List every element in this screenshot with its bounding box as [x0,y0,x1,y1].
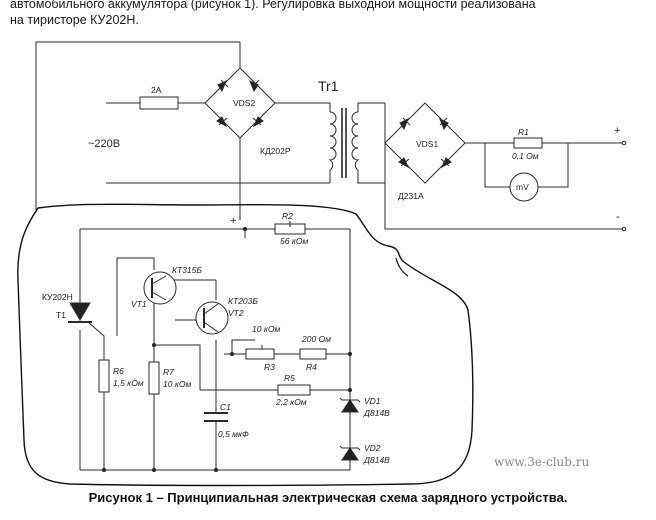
label-vds2-type: КД202Р [260,146,291,156]
label-kt203: КТ203Б [228,296,258,306]
label-tr1: Tr1 [318,78,339,94]
label-c1: C1 [220,402,231,412]
label-fuse: 2А [151,85,162,95]
label-vd1-type: Д814В [363,408,390,418]
figure-caption: Рисунок 1 – Принципиальная электрическая… [88,490,568,505]
label-r7: R7 [163,367,174,377]
label-r6-value: 1,5 кОм [113,378,144,388]
mains-input-wires [106,102,330,184]
label-vds2: VDS2 [233,98,255,108]
top-left-wire [35,41,241,210]
control-wires [79,228,351,471]
zener-vd1 [339,397,361,413]
intro-text: автомобильного аккумулятора (рисунок 1).… [10,0,650,28]
label-r4-value: 200 Ом [301,334,331,344]
intro-line-1: автомобильного аккумулятора (рисунок 1).… [10,0,536,11]
label-minus-out: - [616,211,620,223]
fuse [139,96,179,110]
label-r6: R6 [113,366,124,376]
label-mains: ~220В [88,138,120,150]
label-r5-value: 2,2 кОм [275,397,307,407]
junction-dots [102,227,352,472]
label-vds1-type: Д231А [398,191,424,201]
watermark: www.3e-club.ru [494,455,590,469]
label-vd2-type: Д814В [363,455,390,465]
transformer-tr1 [328,102,385,184]
resistor-r4 [299,348,327,360]
transistor-vt1 [143,271,177,305]
label-r4: R4 [306,362,317,372]
label-ku202: КУ202Н [42,292,73,302]
label-r2: R2 [282,211,293,221]
intro-line-2: на тиристоре КУ202Н. [10,13,139,27]
label-r1: R1 [518,127,529,137]
bridge-vds2-wires [239,102,331,220]
label-mv: mV [516,182,529,192]
label-r5: R5 [284,373,295,383]
board-outline [17,203,474,487]
label-r7-value: 10 кОм [163,379,191,389]
capacitor-c1 [204,412,228,441]
zener-vd2 [339,445,361,461]
output-minus-terminal [621,226,627,232]
resistor-r7 [148,361,160,395]
label-plus-out: + [614,125,620,137]
label-vd2: VD2 [364,443,381,453]
millivoltmeter [509,172,539,202]
label-r3-value: 10 кОм [252,324,280,334]
label-plus-node: + [230,215,236,227]
resistor-r5 [277,384,311,396]
resistor-r1 [513,137,543,149]
output-plus-terminal [621,140,627,146]
label-vt1: VT1 [131,299,147,309]
resistor-r6 [98,359,110,393]
transistor-vt2 [195,301,229,335]
label-r2-value: 56 кОм [280,236,308,246]
label-kt315: КТ315Б [172,265,202,275]
label-c1-value: 0,5 мкФ [218,429,249,439]
label-vd1: VD1 [364,396,381,406]
label-r1-value: 0,1 Ом [512,151,539,161]
label-r3: R3 [264,362,275,372]
thyristor-t1 [68,302,92,323]
output-wires [384,142,622,230]
label-t1: T1 [56,310,66,320]
resistor-r3 [245,348,275,360]
label-vds1: VDS1 [416,139,438,149]
board-outline-notch [395,257,409,277]
label-vt2: VT2 [228,308,244,318]
bridge-vds1 [384,102,466,184]
